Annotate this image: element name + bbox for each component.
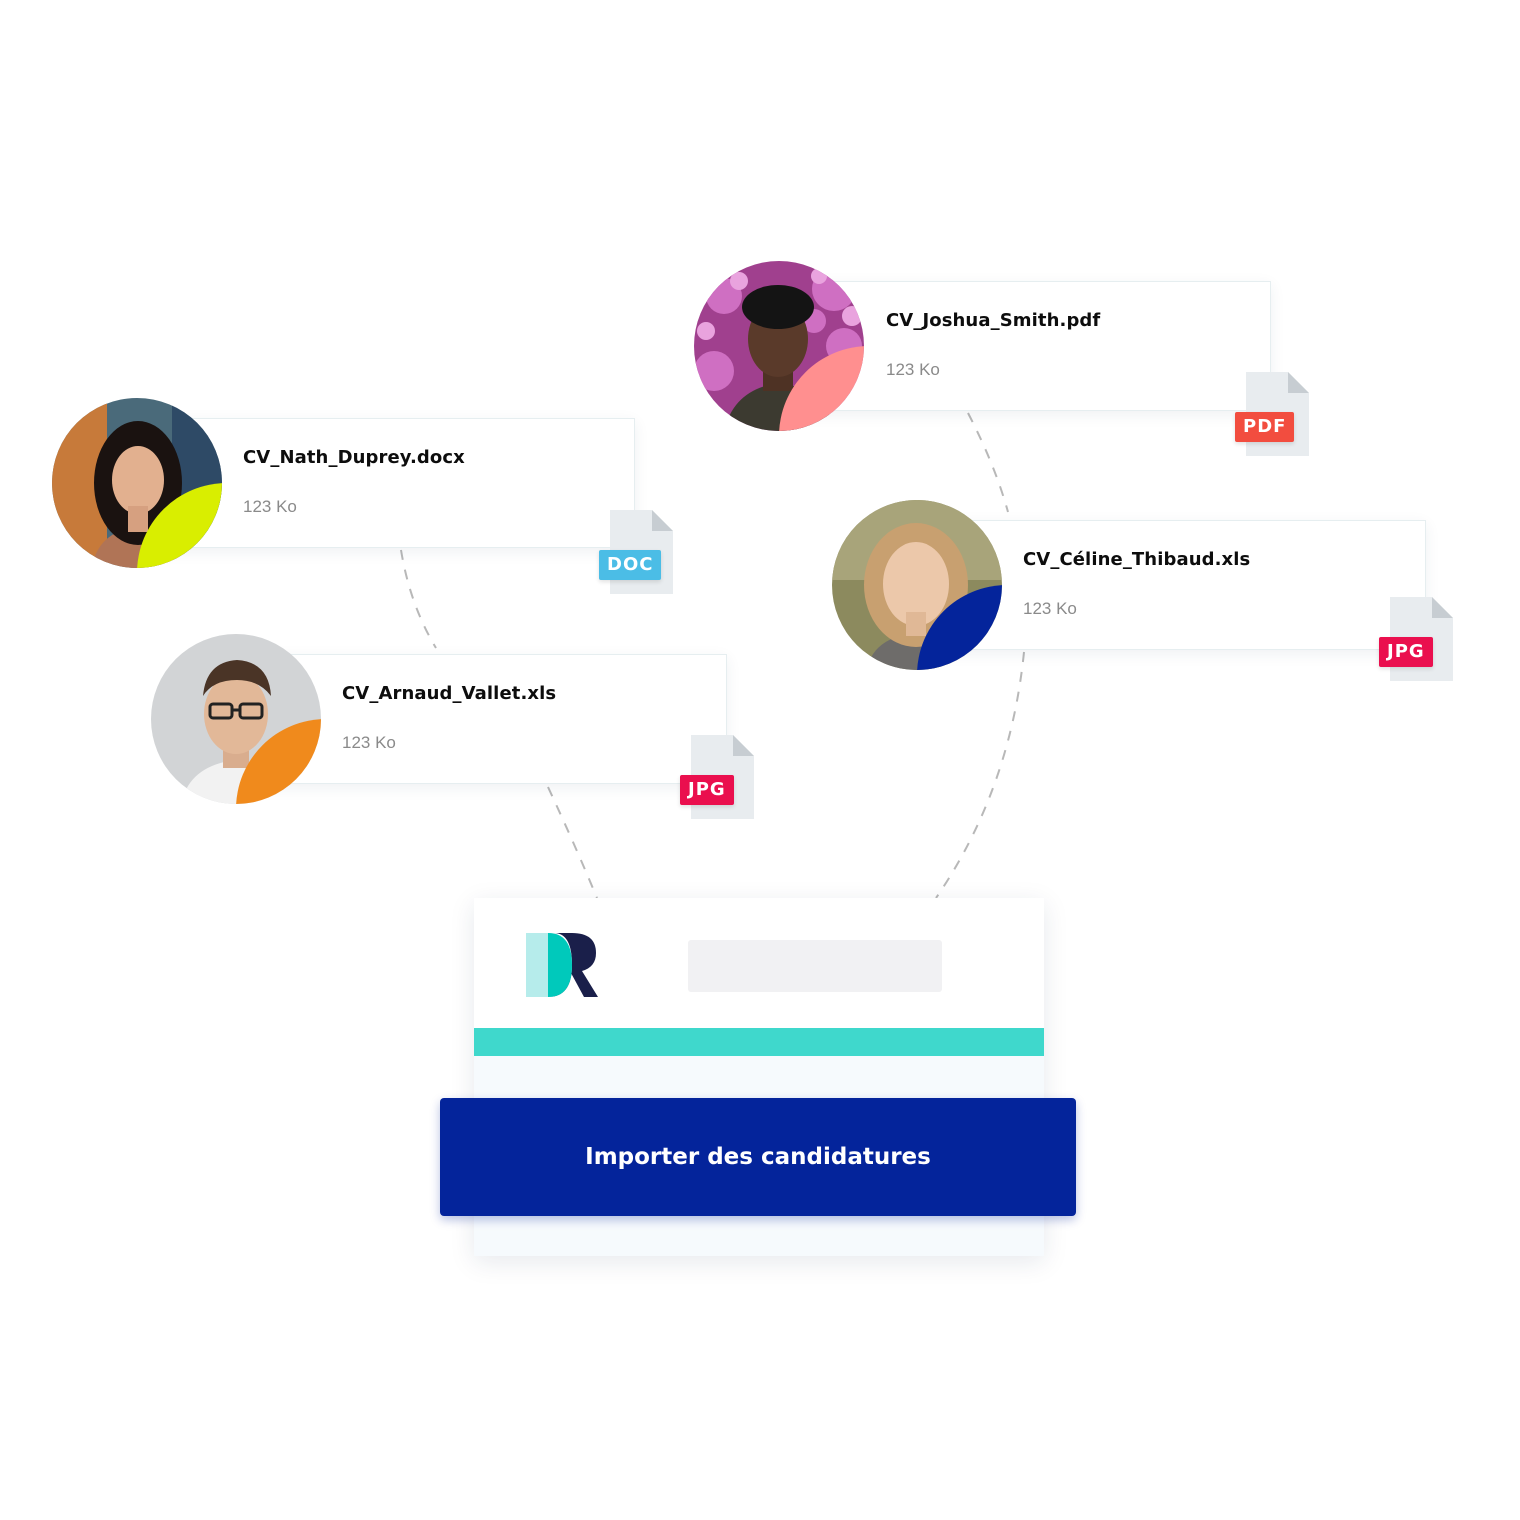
avatar-arnaud	[151, 634, 321, 804]
file-name: CV_Nath_Duprey.docx	[243, 447, 465, 468]
file-card-celine[interactable]: CV_Céline_Thibaud.xls 123 Ko	[920, 520, 1426, 650]
doc-file-icon: DOC	[597, 510, 677, 594]
file-name: CV_Céline_Thibaud.xls	[1023, 549, 1251, 570]
file-card-nath[interactable]: CV_Nath_Duprey.docx 123 Ko	[140, 418, 635, 548]
app-header	[474, 898, 1044, 1028]
file-size: 123 Ko	[886, 360, 940, 379]
file-type-badge: PDF	[1235, 412, 1295, 442]
avatar-nath	[52, 398, 222, 568]
file-size: 123 Ko	[1023, 599, 1077, 618]
avatar-accent	[236, 719, 321, 804]
file-type-badge: JPG	[680, 775, 734, 805]
avatar-accent	[917, 585, 1002, 670]
file-name: CV_Arnaud_Vallet.xls	[342, 683, 557, 704]
avatar-joshua	[694, 261, 864, 431]
app-accent-bar	[474, 1028, 1044, 1056]
file-size: 123 Ko	[243, 497, 297, 516]
import-applications-button[interactable]: Importer des candidatures	[440, 1098, 1076, 1216]
jpg-file-icon: JPG	[1377, 597, 1457, 681]
jpg-file-icon: JPG	[678, 735, 758, 819]
app-logo	[526, 933, 600, 997]
avatar-celine	[832, 500, 1002, 670]
pdf-file-icon: PDF	[1233, 372, 1313, 456]
avatar-accent	[779, 346, 864, 431]
file-type-badge: JPG	[1379, 637, 1433, 667]
file-type-badge: DOC	[599, 550, 662, 580]
file-name: CV_Joshua_Smith.pdf	[886, 310, 1101, 331]
file-size: 123 Ko	[342, 733, 396, 752]
search-input[interactable]	[688, 940, 942, 992]
avatar-accent	[137, 483, 222, 568]
